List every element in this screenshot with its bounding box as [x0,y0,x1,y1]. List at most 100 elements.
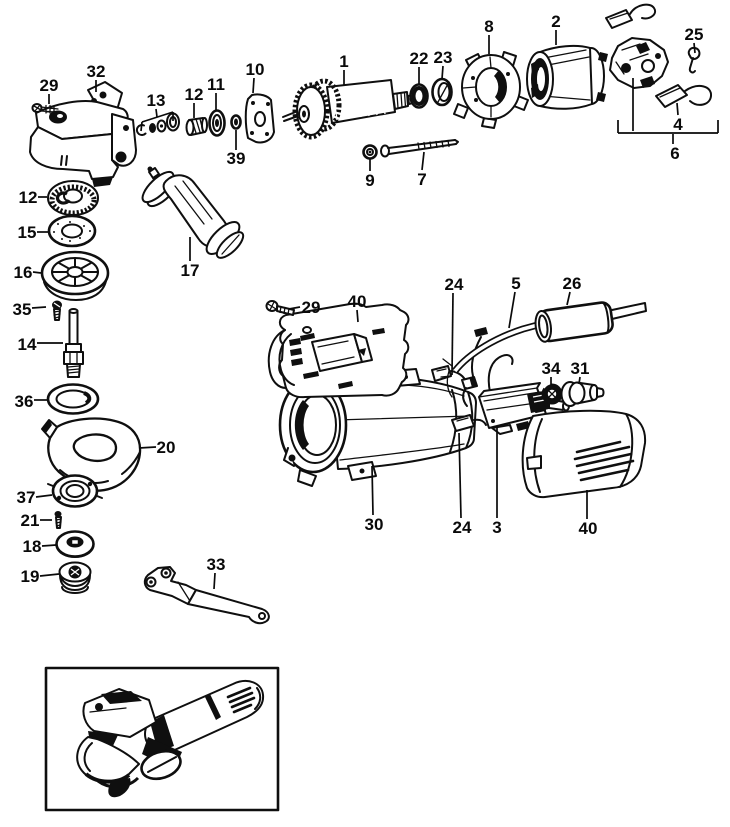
part-bolt-7 [380,139,459,158]
part-washer-15 [47,214,97,248]
part-number-label-40: 40 [348,292,367,311]
part-gear-housing [29,81,137,187]
leader-line [578,376,581,385]
part-armature-1 [282,78,414,140]
part-bearing-plate-10 [244,93,275,144]
part-number-label-15: 15 [18,223,37,242]
part-number-label-20: 20 [157,438,176,457]
part-nut-9 [362,144,378,160]
leader-line [140,121,143,132]
part-number-label-10: 10 [246,60,265,79]
part-inner-flange-37 [47,474,103,508]
part-number-label-13: 13 [147,91,166,110]
part-number-label-6: 6 [670,144,679,163]
part-retaining-ring-39 [230,114,242,130]
part-number-label-24: 24 [445,275,464,294]
part-screw-29-mid [265,300,295,316]
leader-line [41,544,57,547]
part-screw-21 [54,511,62,529]
part-cord-5 [440,319,546,398]
part-housing-half-bottom-40 [521,409,647,499]
part-ring-23 [431,77,453,107]
part-clamp-nut-19 [58,561,92,594]
part-field-2 [526,44,608,110]
part-bearing-flange-16 [40,250,110,301]
part-screw-35 [52,300,62,321]
part-number-label-11: 11 [207,75,225,94]
part-cord-exit [611,302,647,320]
part-number-label-3: 3 [492,518,501,537]
leader-line [566,291,571,306]
part-terminal-24-bottom [451,414,487,432]
part-housing-half-top-40 [267,302,410,399]
leader-line [155,108,158,118]
leader-line [451,292,454,376]
part-number-label-23: 23 [434,48,453,67]
leader-line [458,432,462,519]
assembled-tool-inset [44,666,280,812]
part-number-label-33: 33 [207,555,226,574]
part-spanner-wrench-33 [143,566,270,625]
part-number-label-17: 17 [181,261,200,280]
part-number-label-12: 12 [185,85,204,104]
part-number-label-7: 7 [417,170,426,189]
leader-line [371,465,374,516]
leader-line [441,65,444,80]
leader-line [32,271,42,274]
part-wheel-guard-20 [41,417,142,492]
part-number-label-21: 21 [21,511,40,530]
leader-line [31,306,47,309]
leader-line [39,573,60,577]
part-number-label-30: 30 [365,515,384,534]
part-number-label-37: 37 [17,488,36,507]
part-number-label-34: 34 [542,359,561,378]
leader-line [141,111,174,123]
part-clip-washer-set-13 [135,112,180,137]
part-number-label-29: 29 [40,76,59,95]
part-number-label-25: 25 [685,25,704,44]
part-pinion-gear-12 [185,117,208,136]
part-number-label-9: 9 [365,171,374,190]
part-motor-housing-30 [278,368,477,487]
part-screw-29-top [31,103,59,114]
part-ring-36 [46,383,100,415]
part-wire-24 [462,327,514,407]
part-number-label-19: 19 [21,567,40,586]
part-number-label-40: 40 [579,519,598,538]
leader-line [288,306,301,310]
part-spindle-lock-button-31 [560,381,605,407]
part-fan-baffle-8 [453,51,529,129]
part-number-label-36: 36 [15,392,34,411]
part-cord-sleeve-26 [534,301,614,343]
leader-line [138,446,157,449]
part-outer-flange-18 [55,530,95,558]
part-number-label-5: 5 [511,274,520,293]
part-number-label-29: 29 [302,298,321,317]
leader-line [252,77,255,94]
part-number-label-26: 26 [563,274,582,293]
leader-line [508,291,516,329]
part-number-label-31: 31 [571,359,590,378]
part-carbon-brush-top [605,3,656,29]
part-carbon-brush-4 [655,84,712,108]
part-gear-12 [47,180,99,216]
leader-line [356,309,359,323]
leader-line [35,494,53,498]
part-grommet-34 [541,382,563,405]
part-number-label-35: 35 [13,300,32,319]
part-washer-22 [409,83,429,109]
part-number-label-24: 24 [453,518,472,537]
part-number-label-39: 39 [227,149,246,168]
part-number-label-16: 16 [14,263,33,282]
part-number-label-22: 22 [410,49,429,68]
part-number-label-32: 32 [87,62,106,81]
part-number-label-12: 12 [19,188,38,207]
part-number-label-1: 1 [339,52,348,71]
leader-line [213,572,216,590]
part-clip-25 [687,46,701,74]
leader-line [693,42,696,54]
leader-line [676,102,679,116]
part-terminal-24-top [431,365,478,390]
